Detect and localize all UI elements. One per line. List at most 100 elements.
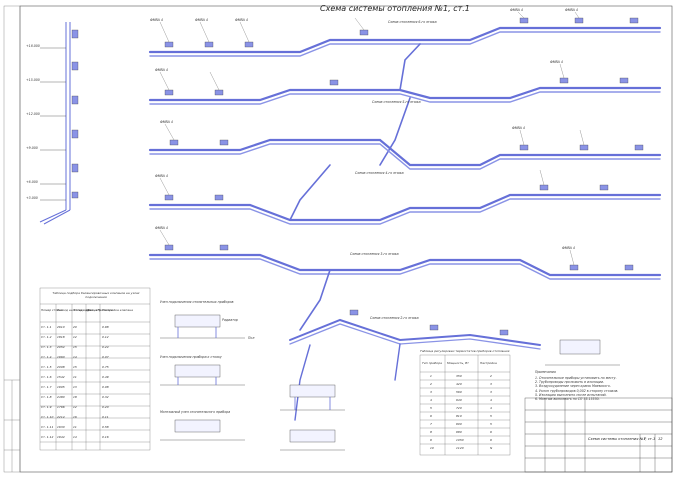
table-cell: 4 — [490, 406, 492, 410]
floor-label-2: Схема отопления 2-го этажа — [370, 316, 419, 320]
sheet-frame — [19, 5, 673, 473]
table-cell: 0.08 — [102, 385, 109, 389]
radiator-callout: ФМВА 4 — [160, 120, 173, 124]
floor-label-4: Схема отопления 4-го этажа — [355, 171, 404, 175]
table-cell: 7 — [430, 422, 432, 426]
table-cell: 0.98 — [102, 325, 109, 329]
pipe-network — [148, 26, 662, 421]
table-cell: 1960 — [57, 355, 65, 359]
table-cell: 6 — [430, 414, 432, 418]
table-cell: 3 — [490, 382, 492, 386]
mount-details — [160, 314, 620, 451]
table-cell: 8 — [430, 430, 432, 434]
table-cell: 5 — [430, 406, 432, 410]
radiator-callout: ФМВА 4 — [155, 174, 168, 178]
table-cell: 0.58 — [102, 425, 109, 429]
table-cell: 6 — [490, 430, 492, 434]
table-header: Мощность, Вт — [447, 361, 469, 365]
table-cell: 11 — [73, 425, 77, 429]
radiator-callout: ФМВА 4 — [512, 126, 525, 130]
table-cell: 720 — [456, 406, 462, 410]
radiator-callout: ФМВА 4 — [235, 18, 248, 22]
note-line: 4. Уклон трубопроводов 0,002 в сторону с… — [535, 388, 619, 393]
detail-caption-3: Монтажный узел отопительного прибора — [160, 410, 231, 414]
table-cell: 0.20 — [102, 405, 109, 409]
table-header: Тип прибора — [422, 361, 442, 365]
table-cell: Ст. 1.10 — [41, 415, 54, 419]
radiator-callout: ФМВА 4 — [155, 226, 168, 230]
table-cell: Ст. 1.7 — [41, 385, 52, 389]
table-cell: 13 — [73, 385, 77, 389]
table-cell: Ст. 1.11 — [41, 425, 54, 429]
floor-label-6: Схема отопления 6-го этажа — [388, 20, 437, 24]
radiator-label: Радиатор — [222, 318, 238, 322]
table-cell: 350 — [456, 374, 462, 378]
radiator-callout: ФМВА 4 — [150, 18, 163, 22]
table-cell: 15 — [73, 345, 77, 349]
table-cell: 2054 — [57, 345, 65, 349]
table-cell: 2008 — [57, 365, 65, 369]
table-cell: 810 — [456, 414, 462, 418]
drawing-title: Схема системы отопления №1, ст.1 — [320, 4, 470, 13]
table-cell: 1120 — [456, 446, 464, 450]
table-header: Настройка клапана — [102, 308, 133, 312]
table-cell: 10 — [430, 446, 434, 450]
note-line: 5. Изоляцию выполнить после испытаний. — [535, 392, 607, 397]
table-cell: 2 — [430, 382, 432, 386]
table-cell: 12 — [73, 405, 77, 409]
table-cell: 980 — [456, 430, 462, 434]
level-mark: +18.000 — [26, 44, 40, 48]
table-cell: 3 — [430, 390, 432, 394]
table-cell: 12 — [73, 335, 77, 339]
table-cell: 2610 — [57, 325, 65, 329]
table-cell: 5 — [490, 414, 492, 418]
table-cell: 4 — [430, 398, 432, 402]
radiator-callout: ФМВА 4 — [155, 68, 168, 72]
table-cell: 0.75 — [102, 365, 109, 369]
table-cell: Ст. 1.12 — [41, 435, 54, 439]
thermostat-table-title: Таблица регулировки термостатов приборов… — [420, 349, 510, 353]
floor-label-5: Схема отопления 5-го этажа — [372, 100, 421, 104]
table-cell: 1766 — [57, 405, 65, 409]
level-mark: +9.000 — [26, 146, 38, 150]
table-cell: Ст. 1.4 — [41, 355, 52, 359]
stamp-stage: Р — [644, 437, 647, 441]
level-mark: +6.000 — [26, 180, 38, 184]
note-line: 3. Воздухоудаление через краны Маевского… — [535, 384, 611, 389]
radiator-callout: ФМВА 4 — [562, 246, 575, 250]
table-header: Настройка — [480, 361, 497, 365]
riser-schematic — [39, 22, 71, 225]
table-header: Диаметр стояка — [87, 308, 113, 312]
table-cell: 4 — [490, 398, 492, 402]
table-cell: 640 — [456, 398, 462, 402]
table-cell: 6 — [490, 438, 492, 442]
radiator-callout: ФМВА 4 — [510, 8, 523, 12]
note-line: 1. Отопительные приборы установить по ме… — [535, 376, 617, 380]
table-cell: 1630 — [57, 425, 65, 429]
table-cell: 0.12 — [102, 335, 109, 339]
table-cell: 0.16 — [102, 435, 109, 439]
table-header: Номер стояка — [41, 308, 63, 312]
radiator-callout: ФМВА 4 — [565, 8, 578, 12]
table-cell: N — [490, 446, 493, 450]
table-cell: Ст. 1.3 — [41, 345, 52, 349]
table-cell: 2480 — [57, 395, 65, 399]
table-cell: 0.49 — [102, 375, 109, 379]
title-block — [524, 397, 673, 473]
stamp-sheet-name: Схема системы отопления №1, ст.1 — [588, 437, 656, 441]
radiators-row — [164, 17, 644, 336]
table-cell: 0.32 — [102, 395, 109, 399]
table-cell: 15 — [73, 365, 77, 369]
table-cell: 11 — [73, 375, 77, 379]
table-cell: 560 — [456, 390, 462, 394]
table-cell: 1944 — [57, 435, 65, 439]
table-cell: 16 — [73, 415, 77, 419]
table-cell: Ст. 1.6 — [41, 375, 52, 379]
table-cell: 900 — [456, 422, 462, 426]
thermostat-table — [419, 354, 511, 456]
radiator-callout: ФМВА 4 — [550, 60, 563, 64]
table-cell: 5 — [490, 422, 492, 426]
table-cell: 1905 — [57, 385, 65, 389]
level-mark: +12.000 — [26, 112, 40, 116]
